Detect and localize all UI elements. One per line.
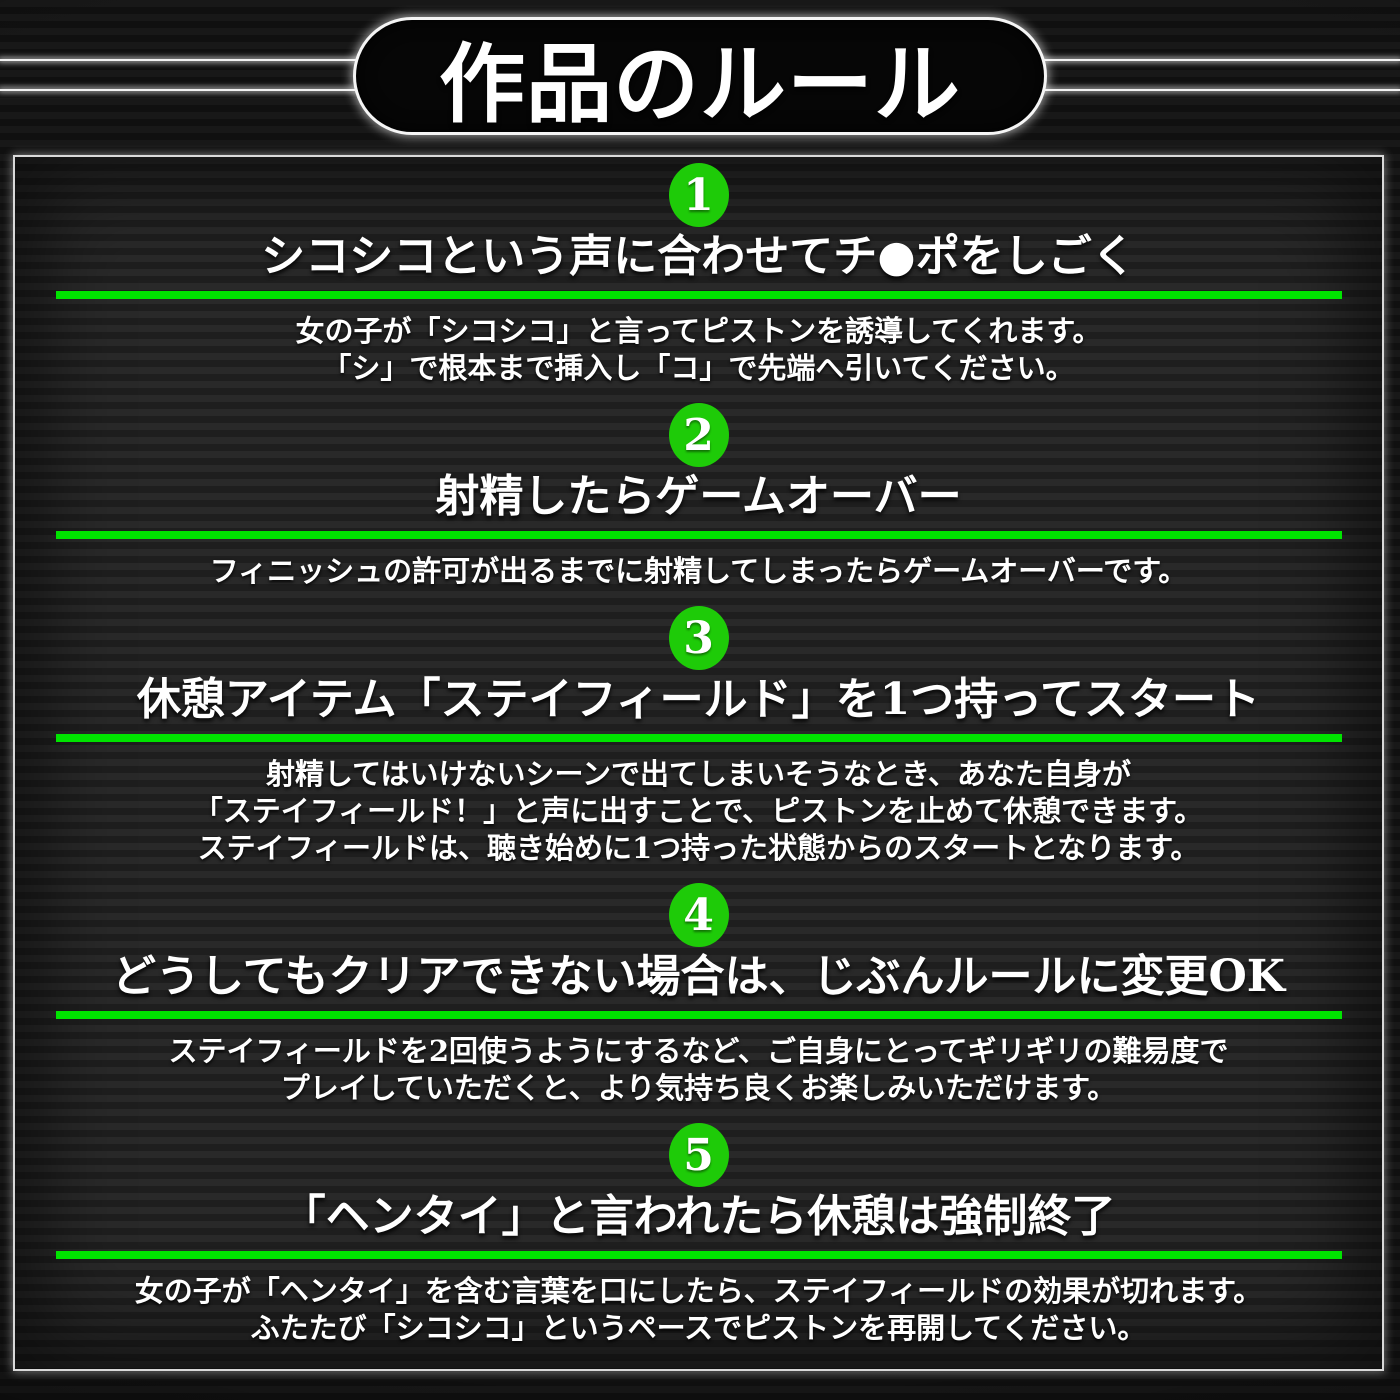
rule-1-number-badge: 1 <box>668 163 729 227</box>
rule-5-description: 女の子が「ヘンタイ」を含む言葉を口にしたら、ステイフィールドの効果が切れます。 … <box>135 1273 1263 1347</box>
rule-4-divider <box>55 1011 1342 1019</box>
rule-2-heading: 射精したらゲームオーバー <box>435 471 962 522</box>
rule-1-body-line-2: 「シ」で根本まで挿入し「コ」で先端へ引いてください。 <box>322 351 1075 385</box>
rule-4-description: ステイフィールドを2回使うようにするなど、ご自身にとってギリギリの難易度で プレ… <box>168 1033 1228 1107</box>
title-badge: 作品のルール <box>353 17 1047 135</box>
rule-2-number-badge: 2 <box>668 403 729 467</box>
rule-4-number-badge: 4 <box>668 883 729 947</box>
rule-3-description: 射精してはいけないシーンで出てしまいそうなとき、あなた自身が 「ステイフィールド… <box>194 756 1204 867</box>
rule-section-4: 4 どうしてもクリアできない場合は、じぶんルールに変更OK ステイフィールドを2… <box>15 867 1382 1107</box>
rule-section-3: 3 休憩アイテム「ステイフィールド」を1つ持ってスタート 射精してはいけないシー… <box>15 590 1382 867</box>
rule-2-description: フィニッシュの許可が出るまでに射精してしまったらゲームオーバーです。 <box>210 553 1188 590</box>
rule-5-divider <box>55 1251 1342 1259</box>
rule-5-body-line-2: ふたたび「シコシコ」というペースでピストンを再開してください。 <box>250 1311 1147 1345</box>
title-banner: 作品のルール <box>0 0 1400 152</box>
rule-2-body-line-1: フィニッシュの許可が出るまでに射精してしまったらゲームオーバーです。 <box>209 554 1188 588</box>
rule-5-heading: 「ヘンタイ」と言われたら休憩は強制終了 <box>281 1191 1116 1242</box>
rule-3-heading: 休憩アイテム「ステイフィールド」を1つ持ってスタート <box>136 674 1261 725</box>
rules-panel: 1 シコシコという声に合わせてチ●ポをしごく 女の子が「シコシコ」と言ってピスト… <box>13 155 1384 1371</box>
page-title: 作品のルール <box>439 33 961 135</box>
rule-3-body-line-1: 射精してはいけないシーンで出てしまいそうなとき、あなた自身が <box>265 757 1132 791</box>
rule-5-number-badge: 5 <box>668 1123 729 1187</box>
rule-section-1: 1 シコシコという声に合わせてチ●ポをしごく 女の子が「シコシコ」と言ってピスト… <box>15 157 1382 387</box>
rule-3-number-badge: 3 <box>668 606 729 670</box>
rule-4-heading: どうしてもクリアできない場合は、じぶんルールに変更OK <box>111 951 1286 1002</box>
rule-4-body-line-2: プレイしていただくと、より気持ち良くお楽しみいただけます。 <box>280 1071 1117 1105</box>
rule-section-2: 2 射精したらゲームオーバー フィニッシュの許可が出るまでに射精してしまったらゲ… <box>15 387 1382 590</box>
rule-1-body-line-1: 女の子が「シコシコ」と言ってピストンを誘導してくれます。 <box>295 314 1102 348</box>
rule-3-body-line-2: 「ステイフィールド！」と声に出すことで、ピストンを止めて休憩できます。 <box>193 794 1204 828</box>
rule-1-divider <box>55 291 1342 299</box>
rule-3-body-line-3: ステイフィールドは、聴き始めに1つ持った状態からのスタートとなります。 <box>197 831 1200 865</box>
rule-1-description: 女の子が「シコシコ」と言ってピストンを誘導してくれます。 「シ」で根本まで挿入し… <box>296 313 1102 387</box>
rule-3-divider <box>55 734 1342 742</box>
rule-2-divider <box>55 531 1342 539</box>
rule-4-body-line-1: ステイフィールドを2回使うようにするなど、ご自身にとってギリギリの難易度で <box>168 1034 1229 1068</box>
rule-section-5: 5 「ヘンタイ」と言われたら休憩は強制終了 女の子が「ヘンタイ」を含む言葉を口に… <box>15 1107 1382 1347</box>
rule-5-body-line-1: 女の子が「ヘンタイ」を含む言葉を口にしたら、ステイフィールドの効果が切れます。 <box>134 1274 1263 1308</box>
rule-1-heading: シコシコという声に合わせてチ●ポをしごく <box>261 231 1136 282</box>
